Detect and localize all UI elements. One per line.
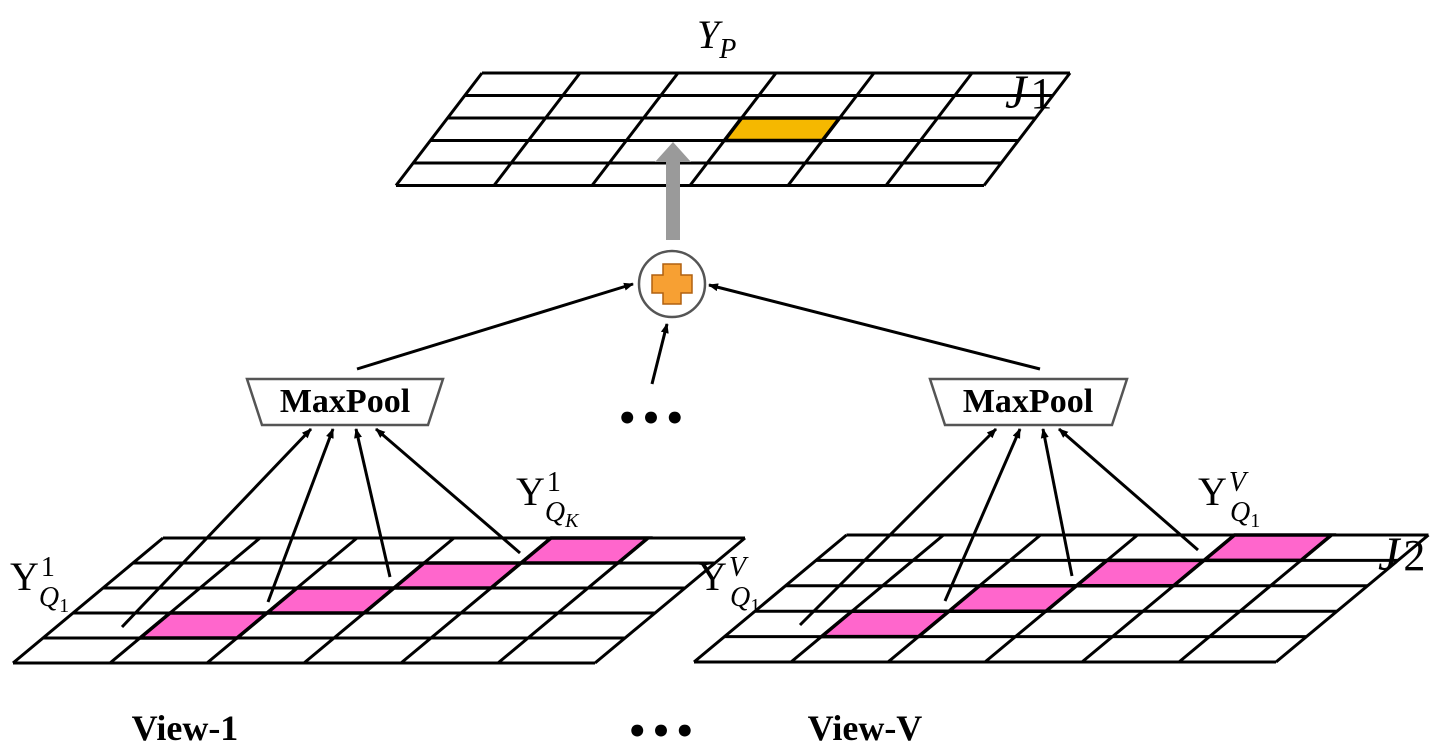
highlighted-cell — [1204, 535, 1332, 561]
grid-column-line — [394, 72, 484, 187]
plus-icon — [651, 263, 693, 305]
highlighted-cell — [521, 538, 648, 563]
grid-column-line — [109, 536, 261, 665]
highlighted-cell — [267, 588, 394, 613]
highlighted-cell — [1076, 560, 1204, 586]
output-arrow — [655, 142, 691, 240]
highlighted-cell-border — [262, 586, 399, 615]
grid-column-line — [693, 533, 848, 664]
grid-column-line — [982, 72, 1072, 187]
grid-column-line — [590, 72, 680, 187]
view-1-title: View-1 — [132, 708, 239, 748]
view-v-grid-j2-label: J2 — [1378, 528, 1425, 581]
highlighted-cell-border — [389, 561, 526, 590]
arrow-middle-to-sum — [650, 323, 669, 385]
arrow-cell-1 — [120, 427, 313, 629]
highlighted-cell — [724, 118, 840, 141]
highlighted-cell-border — [516, 536, 653, 565]
grid-column-line — [594, 536, 746, 665]
grid-column-line — [492, 72, 582, 187]
top-feature-grid — [394, 71, 1072, 187]
view-v-maxpool-box: MaxPool — [928, 377, 1129, 427]
top-grid-j1-label: J1 — [1005, 66, 1052, 119]
arrow-view-v-to-sum — [708, 283, 1041, 371]
highlighted-cell — [949, 585, 1077, 612]
highlighted-cell — [140, 613, 267, 638]
grid-column-line — [12, 536, 164, 665]
arrow-cell-4 — [375, 427, 521, 555]
arrow-cell-3 — [354, 428, 392, 578]
highlighted-cell — [394, 563, 521, 588]
view-1-maxpool-box: MaxPool — [245, 377, 445, 427]
view-v-maxpool-label: MaxPool — [963, 383, 1093, 420]
sum-operator — [637, 249, 707, 319]
arrow-view-1-to-sum — [356, 282, 634, 371]
arrow-cell-3 — [1040, 428, 1074, 577]
view-v-pool-arrows — [798, 427, 1199, 627]
highlighted-cell — [821, 611, 949, 637]
arrow-cell-2 — [943, 428, 1022, 602]
highlighted-cell-border — [135, 611, 272, 640]
arrow-cell-2 — [266, 428, 335, 603]
aggregation-arrows — [356, 282, 1041, 385]
view-v-title: View-V — [808, 708, 923, 748]
grid-column-line — [790, 533, 945, 664]
view-1-pool-arrows — [120, 427, 521, 629]
view-1-maxpool-label: MaxPool — [280, 383, 410, 420]
highlighted-cell-border — [1199, 533, 1337, 563]
arrow-cell-1 — [798, 427, 998, 627]
highlighted-cell-border — [944, 584, 1082, 613]
highlighted-cell-border — [1071, 558, 1209, 588]
middle-ellipsis: ••• — [616, 399, 687, 439]
highlighted-cell-border — [720, 116, 844, 143]
top-grid-label: YP — [697, 12, 736, 65]
bottom-ellipsis: ••• — [626, 712, 697, 750]
highlighted-cell-border — [816, 609, 954, 639]
arrow-cell-4 — [1058, 427, 1199, 552]
grid-column-line — [1275, 533, 1430, 664]
grid-column-line — [884, 72, 974, 187]
view-v-feature-grid — [693, 533, 1430, 664]
view-1-feature-grid — [12, 536, 746, 665]
